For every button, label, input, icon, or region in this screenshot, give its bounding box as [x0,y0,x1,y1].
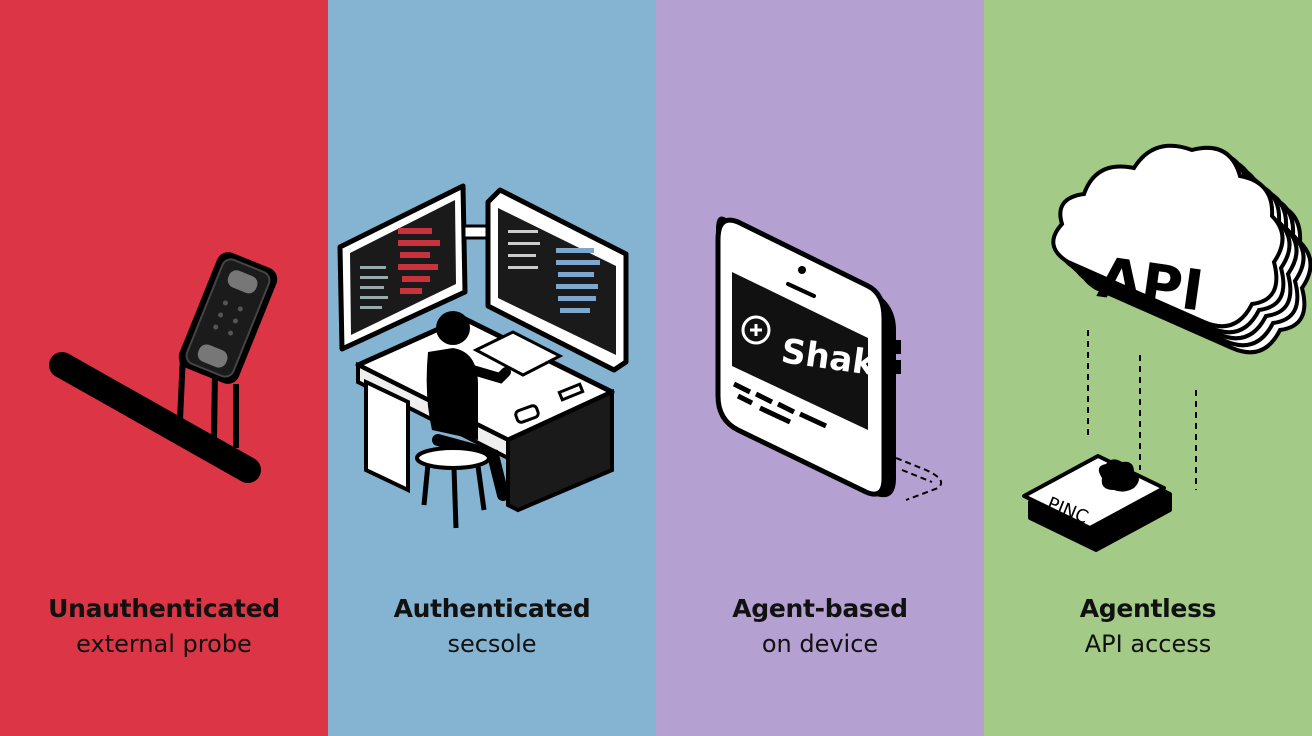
panel-subtitle: on device [761,630,879,658]
panel-title: Unauthenticated [48,594,280,623]
external-probe-icon [49,252,278,483]
panel-subtitle: API access [1084,630,1212,658]
console-workstation-icon [337,183,629,529]
panel-subtitle: external probe [76,630,252,658]
panel-agent-based: Shak Agent-based on device [656,0,984,736]
cloud-api-icon: API PINC [1022,143,1312,552]
panel-title: Agent-based [732,594,908,623]
panel-agentless: API PINC Agentless API access [984,0,1312,736]
panel-authenticated: Authenticated secsole [328,0,656,736]
panel-subtitle: secsole [447,630,537,658]
tablet-device-icon: Shak [715,216,942,501]
panel-unauthenticated: Unauthenticated external probe [0,0,328,736]
caption-unauthenticated: Unauthenticated external probe [0,592,328,662]
panel-title: Agentless [1079,594,1217,623]
caption-authenticated: Authenticated secsole [328,592,656,662]
caption-agentless: Agentless API access [984,592,1312,662]
panel-title: Authenticated [393,594,591,623]
caption-agent-based: Agent-based on device [656,592,984,662]
cloud-label: API [1094,245,1207,324]
